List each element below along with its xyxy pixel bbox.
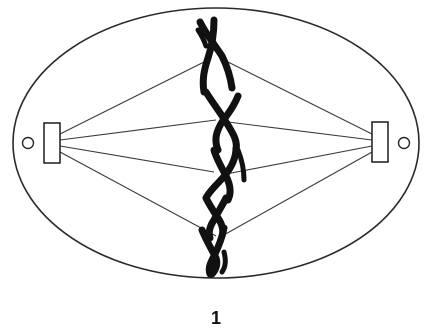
right-pole-body	[371, 121, 389, 163]
spindle-fiber	[59, 145, 215, 173]
right-centriole	[397, 136, 411, 150]
figure-number-label: 1	[211, 308, 221, 328]
chromosome	[198, 224, 228, 278]
chromosome	[195, 16, 236, 96]
cell-membrane	[12, 7, 420, 279]
left-pole-body	[43, 122, 61, 164]
spindle-fiber	[59, 151, 217, 237]
left-centriole	[21, 136, 35, 150]
metaphase-chromosomes	[195, 16, 247, 278]
right-spindle-pole	[371, 121, 411, 163]
spindle-fibers	[59, 59, 373, 237]
spindle-fiber	[59, 59, 209, 135]
chromosome	[202, 144, 247, 204]
left-spindle-pole	[21, 122, 61, 164]
chromosome	[202, 88, 242, 154]
spindle-fiber	[59, 119, 217, 141]
spindle-fiber	[223, 59, 373, 135]
spindle-fiber	[227, 121, 373, 141]
spindle-fiber	[221, 151, 373, 237]
spindle-fiber	[225, 145, 373, 175]
